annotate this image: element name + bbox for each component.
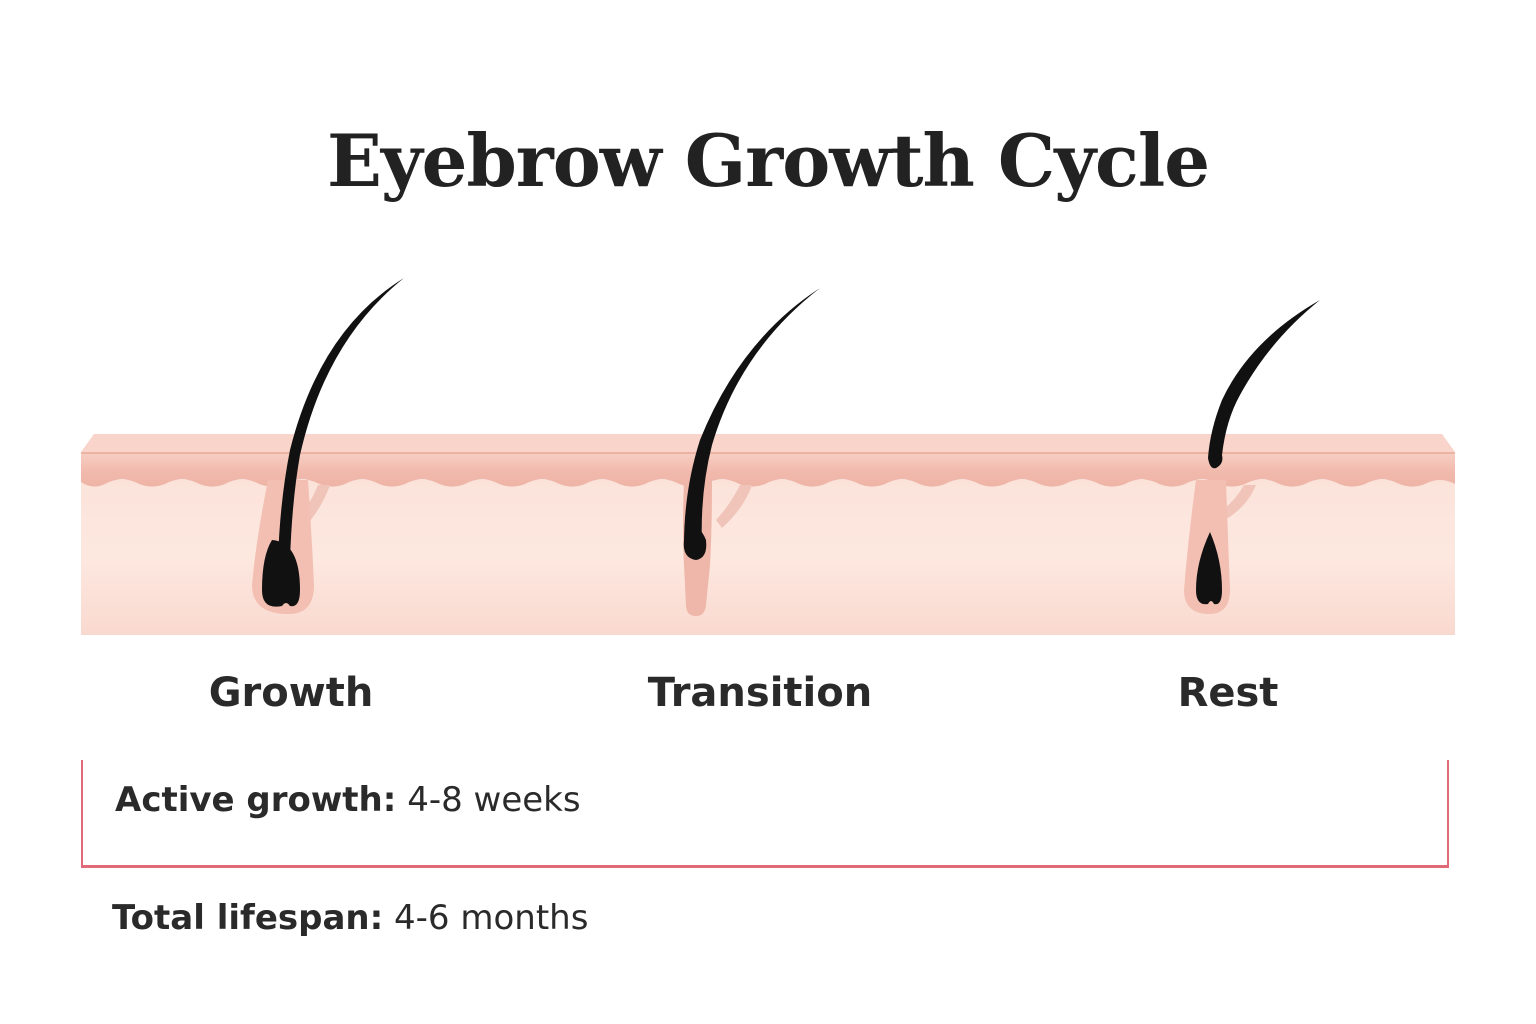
stage-label-transition: Transition	[647, 670, 873, 716]
skin-surface-bevel	[81, 434, 1455, 452]
growth-follicle	[252, 278, 404, 614]
active-growth-label: Active growth:	[115, 780, 397, 820]
stage-label-rest: Rest	[1177, 670, 1279, 716]
stage-label-growth: Growth	[208, 670, 374, 716]
epidermis-layer	[81, 452, 1455, 487]
active-growth-line: Active growth: 4-8 weeks	[115, 780, 581, 820]
transition-follicle	[683, 288, 820, 616]
total-lifespan-value: 4-6 months	[394, 898, 589, 938]
total-lifespan-line: Total lifespan: 4-6 months	[112, 898, 588, 938]
total-lifespan-label: Total lifespan:	[112, 898, 384, 938]
rest-follicle	[1184, 300, 1320, 614]
diagram-title: Eyebrow Growth Cycle	[326, 118, 1210, 203]
active-growth-bracket	[81, 760, 1449, 868]
active-growth-value: 4-8 weeks	[407, 780, 581, 820]
